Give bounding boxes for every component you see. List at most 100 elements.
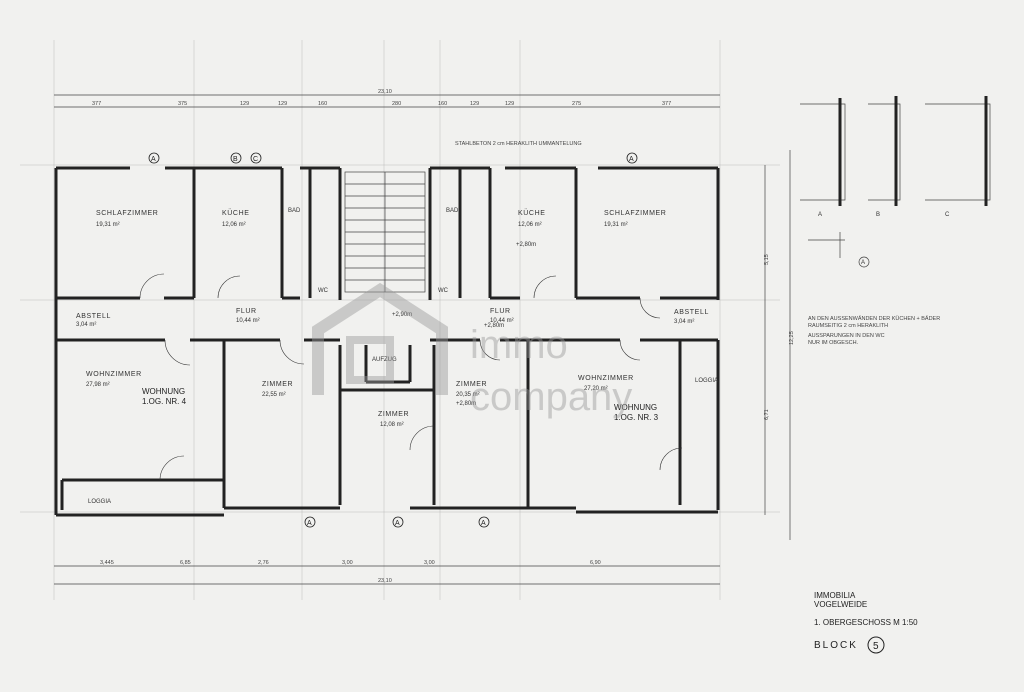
room-wohnzimmer-right: WOHNZIMMER xyxy=(578,375,634,382)
svg-text:129: 129 xyxy=(505,101,514,107)
room-schlafzimmer-right: SCHLAFZIMMER xyxy=(604,210,666,217)
overall-dim-bottom: 23,10 xyxy=(378,578,392,584)
room-bad-left: BAD xyxy=(288,208,301,214)
svg-text:A: A xyxy=(861,260,865,266)
svg-text:immo: immo xyxy=(470,323,568,367)
svg-text:12,06 m²: 12,06 m² xyxy=(518,222,542,228)
svg-text:19,31 m²: 19,31 m² xyxy=(604,222,628,228)
svg-text:C: C xyxy=(253,156,258,163)
svg-text:A: A xyxy=(395,520,400,527)
svg-text:129: 129 xyxy=(278,101,287,107)
svg-text:B: B xyxy=(876,212,880,218)
room-kueche-right: KÜCHE xyxy=(518,209,546,217)
staircase xyxy=(344,171,426,293)
bottom-dims: 3,445 6,85 2,76 3,00 3,00 6,90 xyxy=(100,560,601,566)
svg-text:12,06 m²: 12,06 m² xyxy=(222,222,246,228)
room-bad-right: BAD xyxy=(446,208,459,214)
room-flur-left: FLUR xyxy=(236,308,257,315)
title-block: IMMOBILIA VOGELWEIDE 1. OBERGESCHOSS M 1… xyxy=(814,591,918,654)
room-loggia-right: LOGGIA xyxy=(695,378,718,384)
svg-text:160: 160 xyxy=(438,101,447,107)
room-aufzug: AUFZUG xyxy=(372,357,397,363)
svg-text:+2,80m: +2,80m xyxy=(484,323,504,329)
svg-text:2,76: 2,76 xyxy=(258,560,269,566)
svg-text:377: 377 xyxy=(92,101,101,107)
svg-text:6,71: 6,71 xyxy=(764,409,770,420)
stahlbeton-note: STAHLBETON 2 cm HERAKLITH UMMANTELUNG xyxy=(455,141,582,147)
title-line-2: VOGELWEIDE xyxy=(814,600,867,609)
svg-text:A: A xyxy=(307,520,312,527)
svg-text:275: 275 xyxy=(572,101,581,107)
svg-text:375: 375 xyxy=(178,101,187,107)
title-line-3: 1. OBERGESCHOSS M 1:50 xyxy=(814,618,918,627)
svg-text:A: A xyxy=(481,520,486,527)
detail-sections: A B C A xyxy=(800,96,991,268)
wohnung-label-left: WOHNUNG xyxy=(142,387,185,396)
svg-text:AUSSPARUNGEN IN DEN WC: AUSSPARUNGEN IN DEN WC xyxy=(808,333,885,339)
svg-text:20,35 m²: 20,35 m² xyxy=(456,392,480,398)
svg-text:12,08 m²: 12,08 m² xyxy=(380,422,404,428)
svg-text:3,00: 3,00 xyxy=(424,560,435,566)
watermark-logo: immo company xyxy=(312,282,632,419)
walls xyxy=(54,166,720,517)
svg-text:C: C xyxy=(945,212,950,218)
construction-notes: AN DEN AUSSENWÄNDEN DER KÜCHEN + BÄDER R… xyxy=(808,315,940,346)
dimension-lines xyxy=(54,94,791,585)
overall-dim-top: 23,10 xyxy=(378,89,392,95)
svg-text:10,44 m²: 10,44 m² xyxy=(490,318,514,324)
room-abstell-right: ABSTELL xyxy=(674,309,709,316)
room-labels: SCHLAFZIMMER 19,31 m² KÜCHE 12,06 m² KÜC… xyxy=(76,208,718,505)
svg-text:6,85: 6,85 xyxy=(180,560,191,566)
svg-text:A: A xyxy=(151,156,156,163)
room-zimmer-3: ZIMMER xyxy=(456,381,487,388)
room-zimmer-1: ZIMMER xyxy=(262,381,293,388)
svg-text:22,55 m²: 22,55 m² xyxy=(262,392,286,398)
svg-text:160: 160 xyxy=(318,101,327,107)
svg-text:1.OG. NR. 3: 1.OG. NR. 3 xyxy=(614,413,659,422)
svg-text:377: 377 xyxy=(662,101,671,107)
room-abstell-left: ABSTELL xyxy=(76,313,111,320)
side-dims: 5,15 12,25 6,71 xyxy=(764,254,795,420)
svg-text:27,98 m²: 27,98 m² xyxy=(86,382,110,388)
svg-text:+2,80m: +2,80m xyxy=(456,401,476,407)
svg-text:B: B xyxy=(233,156,238,163)
room-flur-right: FLUR xyxy=(490,308,511,315)
svg-text:129: 129 xyxy=(470,101,479,107)
svg-text:19,31 m²: 19,31 m² xyxy=(96,222,120,228)
room-wohnzimmer-left: WOHNZIMMER xyxy=(86,371,142,378)
svg-text:27,20 m²: 27,20 m² xyxy=(584,386,608,392)
svg-text:129: 129 xyxy=(240,101,249,107)
room-wc-right: WC xyxy=(438,288,449,294)
room-zimmer-2: ZIMMER xyxy=(378,411,409,418)
svg-text:+2,80m: +2,80m xyxy=(516,242,536,248)
room-loggia-left: LOGGIA xyxy=(88,499,111,505)
svg-text:280: 280 xyxy=(392,101,401,107)
top-dims: 377 375 129 129 160 280 160 129 129 275 … xyxy=(92,101,671,107)
svg-text:+2,90m: +2,90m xyxy=(392,312,412,318)
svg-text:5,15: 5,15 xyxy=(764,254,770,265)
svg-text:NUR IM OBGESCH.: NUR IM OBGESCH. xyxy=(808,340,859,346)
svg-text:3,04 m²: 3,04 m² xyxy=(76,322,96,328)
svg-text:10,44 m²: 10,44 m² xyxy=(236,318,260,324)
svg-text:1.OG. NR. 4: 1.OG. NR. 4 xyxy=(142,397,187,406)
section-markers: A B C A A A A xyxy=(148,152,638,528)
svg-text:A: A xyxy=(629,156,634,163)
svg-text:company: company xyxy=(470,375,632,419)
svg-text:3,00: 3,00 xyxy=(342,560,353,566)
door-swings xyxy=(139,273,683,481)
block-number: 5 xyxy=(873,641,879,652)
svg-text:3,445: 3,445 xyxy=(100,560,114,566)
svg-text:3,04 m²: 3,04 m² xyxy=(674,319,694,325)
wohnung-label-right: WOHNUNG xyxy=(614,403,657,412)
title-line-1: IMMOBILIA xyxy=(814,591,856,600)
room-wc-left: WC xyxy=(318,288,329,294)
svg-text:RAUMSEITIG 2 cm HERAKLITH: RAUMSEITIG 2 cm HERAKLITH xyxy=(808,323,888,329)
svg-text:AN DEN AUSSENWÄNDEN DER KÜCHEN: AN DEN AUSSENWÄNDEN DER KÜCHEN + BÄDER xyxy=(808,315,940,322)
block-label: BLOCK xyxy=(814,640,858,651)
svg-text:A: A xyxy=(818,212,822,218)
svg-text:6,90: 6,90 xyxy=(590,560,601,566)
room-schlafzimmer-left: SCHLAFZIMMER xyxy=(96,210,158,217)
room-kueche-left: KÜCHE xyxy=(222,209,250,217)
svg-text:12,25: 12,25 xyxy=(789,331,795,345)
